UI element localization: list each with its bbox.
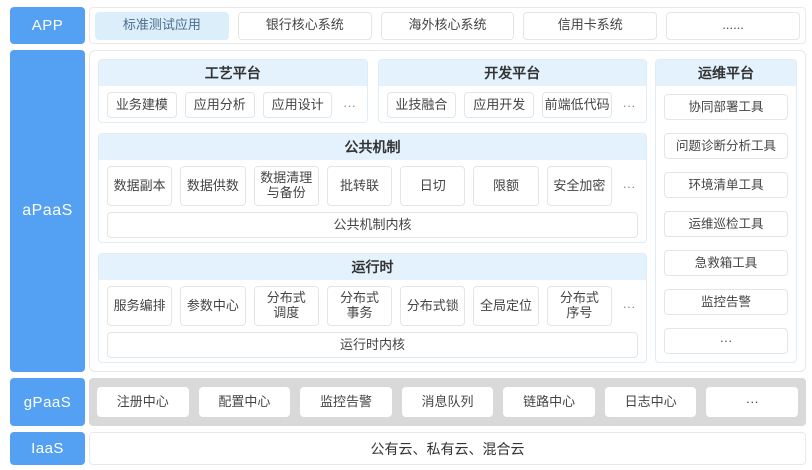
panel-body: 协同部署工具 问题诊断分析工具 环境清单工具 运维巡检工具 急救箱工具 监控告警… <box>656 86 796 362</box>
panel-body: 服务编排 参数中心 分布式 调度 分布式 事务 分布式锁 全局定位 分布式 序号… <box>99 280 646 362</box>
ellipsis-more: ··· <box>622 97 636 113</box>
panel-process-platform: 工艺平台 业务建模 应用分析 应用设计 ··· <box>98 59 368 123</box>
app-item-more[interactable]: ...... <box>666 11 800 40</box>
module-block: 服务编排 <box>107 286 173 326</box>
module-block: 安全加密 <box>546 166 612 206</box>
module-block: 日切 <box>400 166 466 206</box>
panel-body: 业务建模 应用分析 应用设计 ··· <box>99 86 367 122</box>
module-block: 应用分析 <box>184 92 255 118</box>
layer-app: APP 标准测试应用 银行核心系统 海外核心系统 信用卡系统 ...... <box>10 7 806 44</box>
ellipsis-more: ··· <box>622 178 636 194</box>
gpaas-block: 注册中心 <box>97 387 189 417</box>
ellipsis-more: ··· <box>622 298 636 314</box>
module-block: 限额 <box>473 166 539 206</box>
panel-common-mechanism: 公共机制 数据副本 数据供数 数据清理 与备份 批转联 日切 限额 安全加密 ·… <box>98 133 647 243</box>
gpaas-block-more: ··· <box>706 387 799 417</box>
module-block: 数据清理 与备份 <box>253 166 319 206</box>
app-item-selected[interactable]: 标准测试应用 <box>95 11 229 40</box>
module-block: 批转联 <box>326 166 393 206</box>
module-row: 数据副本 数据供数 数据清理 与备份 批转联 日切 限额 安全加密 ··· <box>107 166 638 206</box>
layer-label-iaas: IaaS <box>10 432 85 465</box>
panel-body: 数据副本 数据供数 数据清理 与备份 批转联 日切 限额 安全加密 ··· 公共… <box>99 160 646 242</box>
app-item[interactable]: 银行核心系统 <box>237 11 372 40</box>
gpaas-block: 消息队列 <box>401 387 494 417</box>
module-block: 业务建模 <box>107 92 177 118</box>
app-item[interactable]: 信用卡系统 <box>523 11 658 40</box>
module-block: 环境清单工具 <box>664 172 788 198</box>
ellipsis-more: ··· <box>342 97 356 113</box>
panel-develop-platform: 开发平台 业技融合 应用开发 前端低代码 ··· <box>377 59 647 123</box>
module-block: 问题诊断分析工具 <box>664 133 788 159</box>
layer-apaas: aPaaS 工艺平台 业务建模 应用分析 应用设计 ··· 开发平台 <box>10 50 806 372</box>
gpaas-block: 链路中心 <box>503 387 595 417</box>
iaas-text: 公有云、私有云、混合云 <box>89 432 806 465</box>
gpaas-block: 配置中心 <box>198 387 291 417</box>
panel-body: 业技融合 应用开发 前端低代码 ··· <box>379 86 647 122</box>
module-block: 分布式 序号 <box>546 286 612 326</box>
layer-gpaas: gPaaS 注册中心 配置中心 监控告警 消息队列 链路中心 日志中心 ··· <box>10 378 806 426</box>
panel-title: 运行时 <box>99 254 646 280</box>
app-items-row: 标准测试应用 银行核心系统 海外核心系统 信用卡系统 ...... <box>89 7 806 44</box>
layer-label-gpaas: gPaaS <box>10 378 85 426</box>
module-row: 服务编排 参数中心 分布式 调度 分布式 事务 分布式锁 全局定位 分布式 序号… <box>107 286 638 326</box>
module-block: 协同部署工具 <box>664 94 788 120</box>
panel-ops-platform: 运维平台 协同部署工具 问题诊断分析工具 环境清单工具 运维巡检工具 急救箱工具… <box>655 59 797 363</box>
module-block: 前端低代码 <box>542 92 612 118</box>
app-item[interactable]: 海外核心系统 <box>380 11 515 40</box>
module-block: 参数中心 <box>180 286 246 326</box>
panel-title: 公共机制 <box>99 134 646 160</box>
module-block: 应用开发 <box>464 92 535 118</box>
module-block: 分布式锁 <box>400 286 466 326</box>
module-block: 运维巡检工具 <box>664 211 788 237</box>
module-block: 数据副本 <box>107 166 173 206</box>
gpaas-block: 日志中心 <box>604 387 697 417</box>
module-block-more: ··· <box>664 328 788 354</box>
module-block: 业技融合 <box>386 92 457 118</box>
layer-label-apaas: aPaaS <box>10 50 85 372</box>
panel-title: 运维平台 <box>656 60 796 86</box>
apaas-top-row: 工艺平台 业务建模 应用分析 应用设计 ··· 开发平台 业技融合 应用开发 <box>98 59 647 123</box>
module-block: 数据供数 <box>180 166 246 206</box>
module-block: 急救箱工具 <box>664 250 788 276</box>
panel-title: 工艺平台 <box>99 60 367 86</box>
apaas-content: 工艺平台 业务建模 应用分析 应用设计 ··· 开发平台 业技融合 应用开发 <box>89 50 806 372</box>
panel-runtime: 运行时 服务编排 参数中心 分布式 调度 分布式 事务 分布式锁 全局定位 分布… <box>98 253 647 363</box>
common-kernel-block: 公共机制内核 <box>107 212 638 238</box>
runtime-kernel-block: 运行时内核 <box>107 332 638 358</box>
layer-label-app: APP <box>10 7 85 44</box>
module-block: 全局定位 <box>473 286 539 326</box>
module-block: 分布式 调度 <box>253 286 319 326</box>
layer-iaas: IaaS 公有云、私有云、混合云 <box>10 432 806 465</box>
gpaas-block: 监控告警 <box>300 387 392 417</box>
module-block: 应用设计 <box>262 92 333 118</box>
module-block: 分布式 事务 <box>326 286 393 326</box>
panel-title: 开发平台 <box>378 60 646 86</box>
gpaas-items-row: 注册中心 配置中心 监控告警 消息队列 链路中心 日志中心 ··· <box>89 378 806 426</box>
apaas-left-column: 工艺平台 业务建模 应用分析 应用设计 ··· 开发平台 业技融合 应用开发 <box>98 59 647 363</box>
module-block: 监控告警 <box>664 289 788 315</box>
